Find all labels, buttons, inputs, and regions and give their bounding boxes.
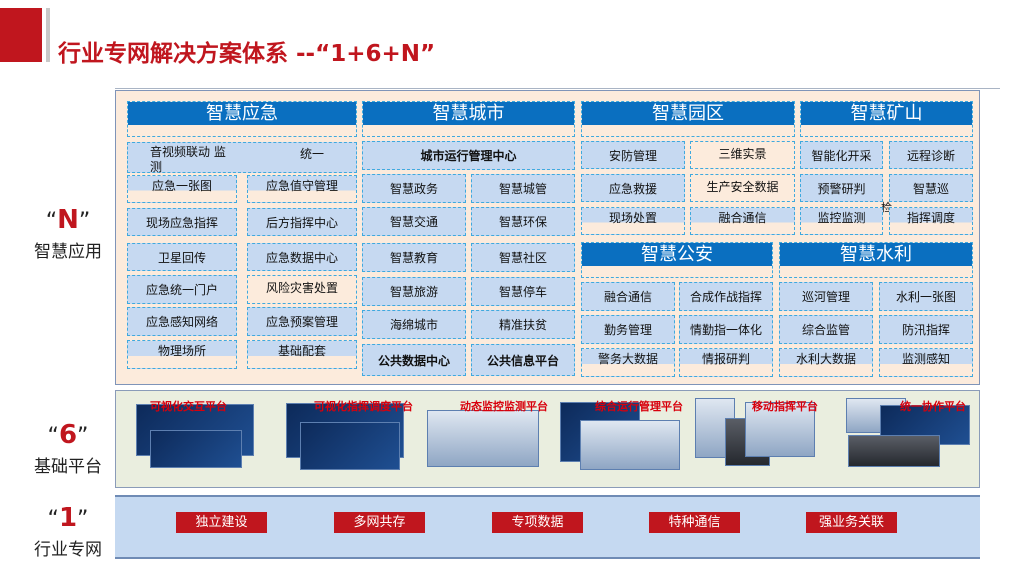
cell-water[interactable]: 防汛指挥	[879, 315, 973, 344]
cell-emergency[interactable]: 应急预案管理	[247, 307, 357, 336]
six-label: 6	[58, 420, 78, 450]
cell-park[interactable]: 生产安全数据	[690, 174, 795, 202]
cell-police[interactable]: 融合通信	[581, 282, 675, 311]
side-label-1: “1” 行业专网	[20, 503, 116, 560]
section-header-emergency: 智慧应急	[127, 101, 357, 137]
cell-mine[interactable]: 预警研判	[800, 174, 883, 202]
section-title: 智慧园区	[582, 102, 794, 125]
n-sublabel: 智慧应用	[34, 242, 102, 262]
section-title: 智慧公安	[582, 243, 772, 266]
section-title: 智慧城市	[363, 102, 574, 125]
page-title: 行业专网解决方案体系 --“1+6+N”	[58, 41, 436, 67]
cell-park[interactable]: 融合通信	[690, 207, 795, 235]
section-title: 智慧应急	[128, 102, 356, 125]
section-header-mine: 智慧矿山	[800, 101, 973, 137]
platform-screenshot	[300, 422, 400, 470]
cell-emergency[interactable]: 后方指挥中心	[247, 208, 357, 236]
one-sublabel: 行业专网	[34, 540, 102, 560]
section-header-city: 智慧城市	[362, 101, 575, 137]
cell-city[interactable]: 智慧旅游	[362, 277, 466, 306]
cell-mine[interactable]: 远程诊断	[889, 141, 973, 169]
cell-label: 音视频联动 监测	[150, 145, 226, 174]
platform-label[interactable]: 综合运行管理平台	[595, 400, 683, 413]
side-label-6: “6” 基础平台	[20, 420, 116, 477]
cell-emergency[interactable]: 应急一张图	[127, 175, 237, 203]
cell-emergency[interactable]: 现场应急指挥	[127, 208, 237, 236]
network-tag: 强业务关联	[806, 512, 897, 533]
cell-park[interactable]: 现场处置	[581, 207, 685, 235]
title-accent-bar	[0, 8, 42, 62]
section-header-park: 智慧园区	[581, 101, 795, 137]
cell-mine[interactable]: 智慧巡	[889, 174, 973, 202]
cell-city[interactable]: 智慧环保	[471, 207, 575, 236]
cell-city[interactable]: 精准扶贫	[471, 310, 575, 339]
cell-city[interactable]: 智慧教育	[362, 243, 466, 272]
cell-park[interactable]: 应急救援	[581, 174, 685, 202]
cell-mine[interactable]: 监控监测	[800, 207, 883, 235]
cell-police[interactable]: 情报研判	[679, 348, 773, 377]
platform-label[interactable]: 可视化交互平台	[150, 400, 227, 413]
network-tag: 多网共存	[334, 512, 425, 533]
platform-screenshot	[150, 430, 242, 468]
platform-label[interactable]: 动态监控监测平台	[460, 400, 548, 413]
platform-screenshot	[745, 402, 815, 457]
cell-emergency[interactable]: 物理场所	[127, 340, 237, 369]
six-sublabel: 基础平台	[34, 457, 102, 477]
cell-park[interactable]: 三维实景	[690, 141, 795, 169]
cell-emergency[interactable]: 应急数据中心	[247, 243, 357, 271]
cell-city[interactable]: 海绵城市	[362, 310, 466, 339]
cell-emergency[interactable]: 应急统一门户	[127, 275, 237, 304]
platform-label[interactable]: 移动指挥平台	[752, 400, 818, 413]
network-tag: 专项数据	[492, 512, 583, 533]
network-tag: 特种通信	[649, 512, 740, 533]
cell-city[interactable]: 公共数据中心	[362, 344, 466, 376]
cell-emergency[interactable]: 卫星回传	[127, 243, 237, 271]
cell-emergency[interactable]: 应急感知网络	[127, 307, 237, 336]
platform-screenshot	[848, 435, 940, 467]
cell-water[interactable]: 监测感知	[879, 348, 973, 377]
cell-city[interactable]: 公共信息平台	[471, 344, 575, 376]
network-tag: 独立建设	[176, 512, 267, 533]
cell-water[interactable]: 巡河管理	[779, 282, 873, 311]
stray-char: 检	[881, 201, 892, 214]
cell-city[interactable]: 智慧城管	[471, 174, 575, 203]
section-header-police: 智慧公安	[581, 242, 773, 278]
cell-label: 统一	[300, 147, 325, 161]
cell-emergency[interactable]: 应急值守管理	[247, 175, 357, 203]
cell-water[interactable]: 水利大数据	[779, 348, 873, 377]
cell-police[interactable]: 情勤指一体化	[679, 315, 773, 344]
one-label: 1	[58, 503, 78, 533]
platform-label[interactable]: 可视化指挥调度平台	[314, 400, 413, 413]
cell-police[interactable]: 警务大数据	[581, 348, 675, 377]
cell-city[interactable]: 智慧交通	[362, 207, 466, 236]
section-title: 智慧矿山	[801, 102, 972, 125]
cell-city[interactable]: 智慧社区	[471, 243, 575, 272]
section-header-water: 智慧水利	[779, 242, 973, 278]
cell-police[interactable]: 合成作战指挥	[679, 282, 773, 311]
cell-city[interactable]: 智慧政务	[362, 174, 466, 203]
cell-city[interactable]: 智慧停车	[471, 277, 575, 306]
cell-police[interactable]: 勤务管理	[581, 315, 675, 344]
side-label-n: “N” 智慧应用	[20, 205, 116, 262]
cell-av-linkage[interactable]: 音视频联动 监测 统一	[127, 142, 357, 174]
title-divider	[46, 8, 50, 62]
cell-emergency[interactable]: 风险灾害处置	[247, 275, 357, 304]
cell-city-center[interactable]: 城市运行管理中心	[362, 141, 575, 170]
platform-label[interactable]: 统一协作平台	[900, 400, 966, 413]
n-label: N	[57, 205, 79, 235]
cell-emergency[interactable]: 基础配套	[247, 340, 357, 369]
cell-mine[interactable]: 指挥调度	[889, 207, 973, 235]
base-platforms-panel	[115, 390, 980, 488]
cell-mine[interactable]: 智能化开采	[800, 141, 883, 169]
cell-water[interactable]: 综合监管	[779, 315, 873, 344]
cell-park[interactable]: 安防管理	[581, 141, 685, 169]
section-title: 智慧水利	[780, 243, 972, 266]
title-underline	[115, 88, 1000, 89]
platform-screenshot	[427, 410, 539, 467]
platform-screenshot	[580, 420, 680, 470]
cell-water[interactable]: 水利一张图	[879, 282, 973, 311]
